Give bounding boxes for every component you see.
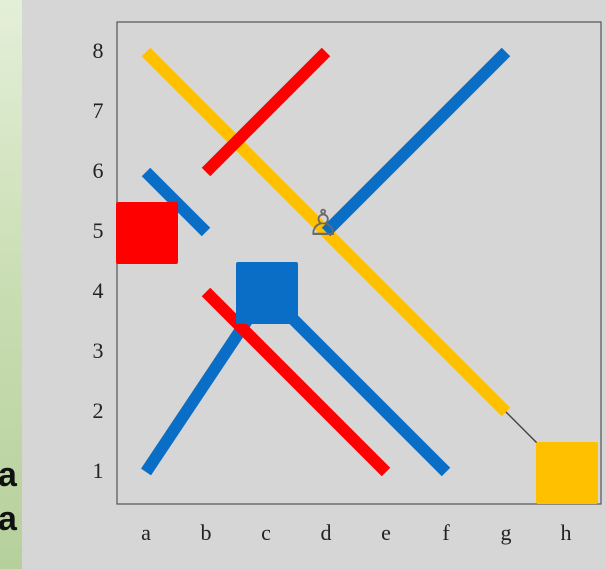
rank-label: 5: [92, 218, 104, 243]
blue-square-c4: [236, 262, 298, 324]
left-strip-fragment: a: [0, 500, 17, 538]
file-label: f: [442, 520, 450, 545]
file-label: e: [381, 520, 391, 545]
red-square-a5: [116, 202, 178, 264]
rank-label: 7: [92, 98, 104, 123]
file-label: d: [320, 520, 332, 545]
yellow-square-h1: [536, 442, 598, 504]
blue-diagonal-d5-g8: [321, 47, 511, 237]
arrow-lines: [141, 47, 547, 477]
pawn-icon: ♙: [307, 203, 340, 244]
rank-label: 4: [92, 278, 104, 303]
rank-label: 2: [92, 398, 104, 423]
file-label: h: [560, 520, 572, 545]
file-label: b: [200, 520, 212, 545]
red-diagonal-b6-d8: [201, 47, 331, 177]
left-strip: a a: [0, 0, 22, 569]
rank-label: 8: [92, 38, 104, 63]
rank-label: 6: [92, 158, 104, 183]
file-label: g: [500, 520, 512, 545]
rank-label: 3: [92, 338, 104, 363]
file-label: c: [261, 520, 271, 545]
highlight-squares: [116, 202, 598, 504]
rank-label: 1: [92, 458, 104, 483]
left-strip-fragment: a: [0, 456, 17, 494]
file-label: a: [141, 520, 151, 545]
